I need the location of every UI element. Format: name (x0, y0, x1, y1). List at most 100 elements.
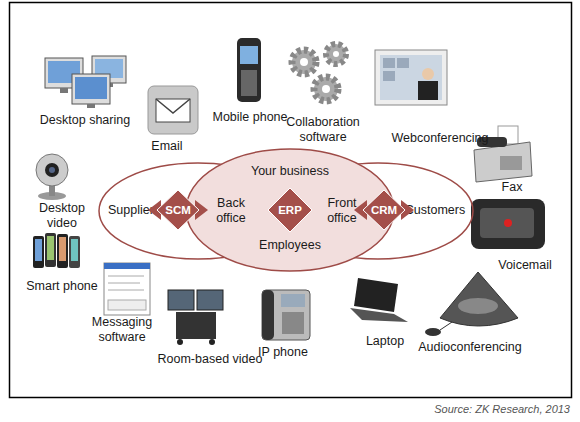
room-screen (168, 290, 194, 310)
erp-diamond: ERP (268, 188, 312, 232)
mobile-phone-icon (237, 38, 261, 102)
icon-label: Voicemail (490, 258, 560, 273)
conference-mic (425, 328, 441, 336)
icon-label: Messaging software (87, 315, 157, 345)
conference-speaker (458, 298, 498, 314)
envelope-flap (156, 99, 190, 113)
monitor-stand (87, 104, 95, 108)
icon-label: Fax (492, 180, 532, 195)
ip-phone-screen (281, 294, 305, 307)
message-line (108, 276, 144, 277)
gear-hole (333, 51, 339, 57)
webconferencing-icon (375, 50, 447, 105)
scm-diamond: SCM (148, 190, 208, 230)
node-text: Back office (208, 196, 254, 226)
laptop-icon (350, 278, 408, 322)
phone-body (237, 38, 261, 102)
phone-screen (240, 46, 258, 64)
message-line (108, 283, 140, 284)
smart-phone (69, 236, 80, 268)
email-tile (148, 86, 198, 134)
icon-label: Desktop sharing (35, 113, 135, 128)
voicemail-body (471, 199, 545, 249)
icon-label: Audioconferencing (410, 340, 530, 355)
gear-hole (300, 58, 308, 66)
webcam-glass (49, 167, 55, 173)
icon-label: IP phone (248, 345, 318, 360)
monitor-stand (60, 88, 68, 93)
room-cabinet (176, 312, 216, 339)
ip-phone-body (262, 290, 310, 340)
gear (326, 44, 346, 64)
message-window (104, 263, 150, 315)
smart-screen (71, 239, 78, 261)
icon-label: Room-based video (150, 352, 270, 367)
ellipse-shape (283, 163, 473, 259)
icon-label: Email (142, 139, 192, 154)
smart-screen (59, 237, 66, 261)
message-input (108, 300, 146, 310)
envelope (156, 99, 190, 122)
node-text: Employees (240, 238, 340, 253)
gears-icon (292, 44, 346, 101)
room-wheel (177, 339, 183, 345)
webcam-icon (36, 154, 68, 200)
desktop-sharing-icon (45, 56, 126, 108)
smart-phone (45, 233, 56, 267)
conference-phone (440, 272, 518, 326)
smart-phone (33, 236, 44, 268)
message-line (108, 290, 144, 291)
ip-phone-icon (262, 290, 310, 340)
fax-body (474, 142, 532, 182)
node-text: CRM (354, 190, 414, 230)
web-thumb (383, 58, 395, 68)
audioconference-icon (425, 272, 518, 336)
monitor-screen (75, 77, 107, 99)
laptop-base (350, 308, 408, 322)
web-screen (380, 55, 442, 100)
ip-phone-keypad (282, 312, 304, 334)
room-screen (197, 290, 223, 310)
laptop-screen (354, 278, 398, 312)
voicemail-light (504, 219, 512, 227)
web-thumb (397, 58, 409, 68)
messaging-icon (104, 263, 150, 315)
webcam-ball (36, 154, 68, 186)
ip-phone-handset (262, 290, 274, 340)
node-text: ERP (268, 188, 312, 232)
crm-diamond: CRM (354, 190, 414, 230)
voicemail-panel (480, 208, 534, 238)
web-person-head (422, 68, 434, 80)
gear-hole (322, 85, 330, 93)
web-person-body (418, 81, 438, 100)
node-text: SCM (148, 190, 208, 230)
message-titlebar (104, 263, 150, 269)
icon-label: Webconferencing (385, 131, 495, 146)
gear (292, 50, 316, 74)
phone-keypad (241, 70, 257, 96)
gear (314, 77, 338, 101)
icon-label: Laptop (355, 334, 415, 349)
icon-label: Mobile phone (205, 110, 295, 125)
icon-label: Collaboration software (278, 115, 368, 145)
webcam-lens (45, 163, 59, 177)
monitor (72, 74, 110, 104)
frame (10, 3, 572, 398)
fax-keypad (500, 156, 522, 170)
diamond-shape (268, 188, 312, 232)
room-wheel (209, 339, 215, 345)
source-caption: Source: ZK Research, 2013 (434, 403, 570, 415)
icon-label: Smart phone (22, 279, 102, 294)
smart-screen (47, 236, 54, 260)
smart-screen (35, 239, 42, 261)
web-window (375, 50, 447, 105)
voicemail-icon (471, 199, 545, 249)
smart-phone (57, 234, 68, 268)
conference-cord (440, 322, 452, 330)
room-video-icon (168, 290, 223, 345)
web-thumb (383, 71, 395, 81)
node-text: Your business (240, 164, 340, 179)
icon-label: Desktop video (34, 201, 90, 231)
smart-phones-icon (33, 233, 80, 268)
